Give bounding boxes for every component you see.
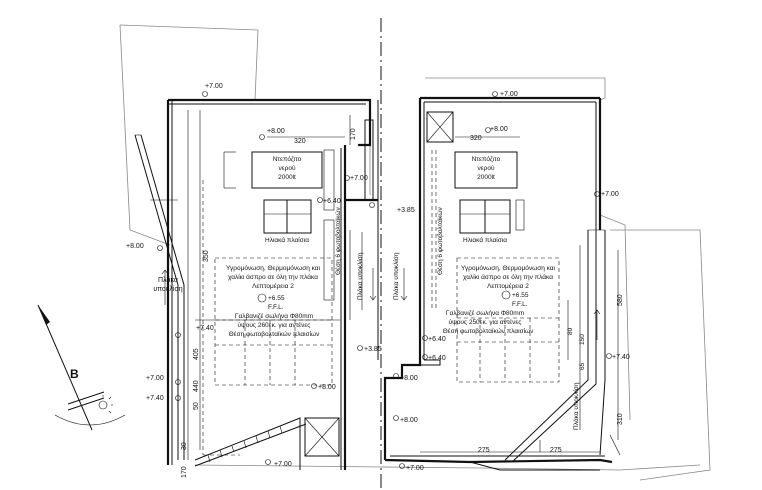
dim-right-80: 80 xyxy=(567,327,574,335)
dim-left-320: 320 xyxy=(294,138,306,145)
left-roof-note-2: χαλίκι άσπρο σε όλη την πλάκα xyxy=(228,273,318,281)
right-solar-label: Ηλιακά πλαίσια xyxy=(463,236,507,244)
left-dim-lines xyxy=(187,110,363,460)
dim-left-740: +7.40 xyxy=(196,325,214,332)
left-roof-note-1: Υγρομόνωση, Θερμομόνωση και xyxy=(226,264,321,272)
dim-left-440: 440 xyxy=(193,380,200,392)
left-ffl-value: +6.55 xyxy=(268,295,285,302)
left-canopy-2: υποκλίση xyxy=(153,285,182,293)
compass xyxy=(37,304,126,431)
right-tank-line3: 2000lt xyxy=(477,174,495,181)
dim-left-385: +3.85 xyxy=(364,346,382,353)
dim-left-outer-740: +7.40 xyxy=(146,395,164,402)
dim-right-bottom-700: +7.00 xyxy=(406,465,424,472)
left-tank-line1: Ντεπόζιτο xyxy=(273,155,302,163)
left-ffl-label: F.F.L. xyxy=(268,304,284,311)
left-labels: +7.00 +8.00 320 170 +7.00 +6.40 +8.00 35… xyxy=(126,83,382,478)
right-canopy-shape xyxy=(469,229,621,471)
dim-left-top: +7.00 xyxy=(205,83,223,90)
dim-left-inner: +8.00 xyxy=(267,128,285,135)
right-mast-1: Γαλβανιζέ σωλήνα Φ80mm xyxy=(446,309,524,317)
dim-right-top: +7.00 xyxy=(500,91,518,98)
dim-right-275a: 275 xyxy=(478,447,490,454)
slope-arrows xyxy=(161,268,601,340)
dim-left-640: +6.40 xyxy=(323,198,341,205)
right-ffl-value: +6.55 xyxy=(512,292,529,299)
dim-right-700: +7.00 xyxy=(601,191,619,198)
right-vertical-pv: Θέση 6 φωτοβολταϊκών xyxy=(436,207,444,275)
right-roof-area xyxy=(431,150,560,383)
right-roof-note-3: Λεπτομέρεια 2 xyxy=(487,282,529,290)
left-canopy-shape xyxy=(134,134,185,460)
dim-right-800b: +8.00 xyxy=(400,417,418,424)
dim-left-bottom-800: +8.00 xyxy=(318,384,336,391)
right-tank-line1: Ντεπόζιτο xyxy=(472,155,501,163)
right-unit-walls xyxy=(383,96,613,464)
dim-left-170: 170 xyxy=(350,128,357,140)
dim-right-310: 310 xyxy=(617,413,624,425)
dim-right-580: 580 xyxy=(617,294,624,306)
right-ffl-label: F.F.L. xyxy=(512,301,528,308)
dim-left-800: +8.00 xyxy=(126,243,144,250)
dim-right-inner: +8.00 xyxy=(490,126,508,133)
dim-right-65: 65 xyxy=(579,362,586,370)
dim-right-385: +3.85 xyxy=(397,207,415,214)
compass-label: B xyxy=(70,367,79,381)
dim-left-outer-700: +7.00 xyxy=(146,375,164,382)
right-equipment xyxy=(454,136,525,234)
dim-right-640b: +6.40 xyxy=(428,355,446,362)
dim-left-50: 50 xyxy=(193,402,200,410)
dim-left-bottom-700: +7.00 xyxy=(274,461,292,468)
left-tank-line3: 2000lt xyxy=(278,174,296,181)
sun-icon xyxy=(98,400,108,410)
left-unit-walls xyxy=(166,98,379,470)
dim-left-350: 350 xyxy=(203,250,210,262)
dim-right-320: 320 xyxy=(470,135,482,142)
left-roof-note-3: Λεπτομέρεια 2 xyxy=(252,282,294,290)
left-vertical-slab: Πλάκα υποκλίση xyxy=(356,252,364,300)
right-roof-note-1: Υγρομόνωση, Θερμομόνωση και xyxy=(461,264,556,272)
dim-right-640a: +6.40 xyxy=(428,336,446,343)
right-mast-2: ύψους 250εκ. για αντένες xyxy=(449,318,522,326)
left-tank-line2: νερού xyxy=(278,164,295,172)
dim-left-405: 405 xyxy=(193,348,200,360)
right-dim-lines xyxy=(420,245,619,453)
right-tank-line2: νερού xyxy=(477,164,494,172)
right-roof-note-2: χαλίκι άσπρο σε όλη την πλάκα xyxy=(463,273,553,281)
dim-right-740: +7.40 xyxy=(612,354,630,361)
left-canopy-1: Πλάκα xyxy=(158,276,178,284)
dim-right-275b: 275 xyxy=(550,447,562,454)
left-stair xyxy=(194,417,340,470)
left-pv-note: Θέση φωτοβολταϊκών πλαισίων xyxy=(229,330,320,338)
level-markers xyxy=(157,91,612,469)
right-vertical-slab-b: Πλάκα υποκλίση xyxy=(572,382,580,430)
left-mast-1: Γαλβανιζέ σωλήνα Φ80mm xyxy=(235,312,313,320)
left-mast-2: ύψους 260εκ. για αντένες xyxy=(238,321,311,329)
left-equipment xyxy=(223,136,345,301)
dim-left-170b: 170 xyxy=(181,466,188,478)
dim-right-800a: +8.00 xyxy=(400,375,418,382)
right-labels: +7.00 +8.00 320 +3.85 +7.00 +6.40 +6.40 … xyxy=(392,91,630,472)
dim-left-30: 30 xyxy=(181,442,188,450)
dim-left-right-upper: +7.00 xyxy=(350,175,368,182)
left-vertical-pv: Θέση 6 φωτοβολταϊκών xyxy=(334,207,342,275)
left-solar-label: Ηλιακά πλαίσια xyxy=(265,236,309,244)
right-vertical-slab-a: Πλάκα υποκλίση xyxy=(392,252,400,300)
right-pv-note: Θέση φωτοβολταϊκών πλαισίων xyxy=(443,327,534,335)
dim-right-150: 150 xyxy=(579,334,586,345)
